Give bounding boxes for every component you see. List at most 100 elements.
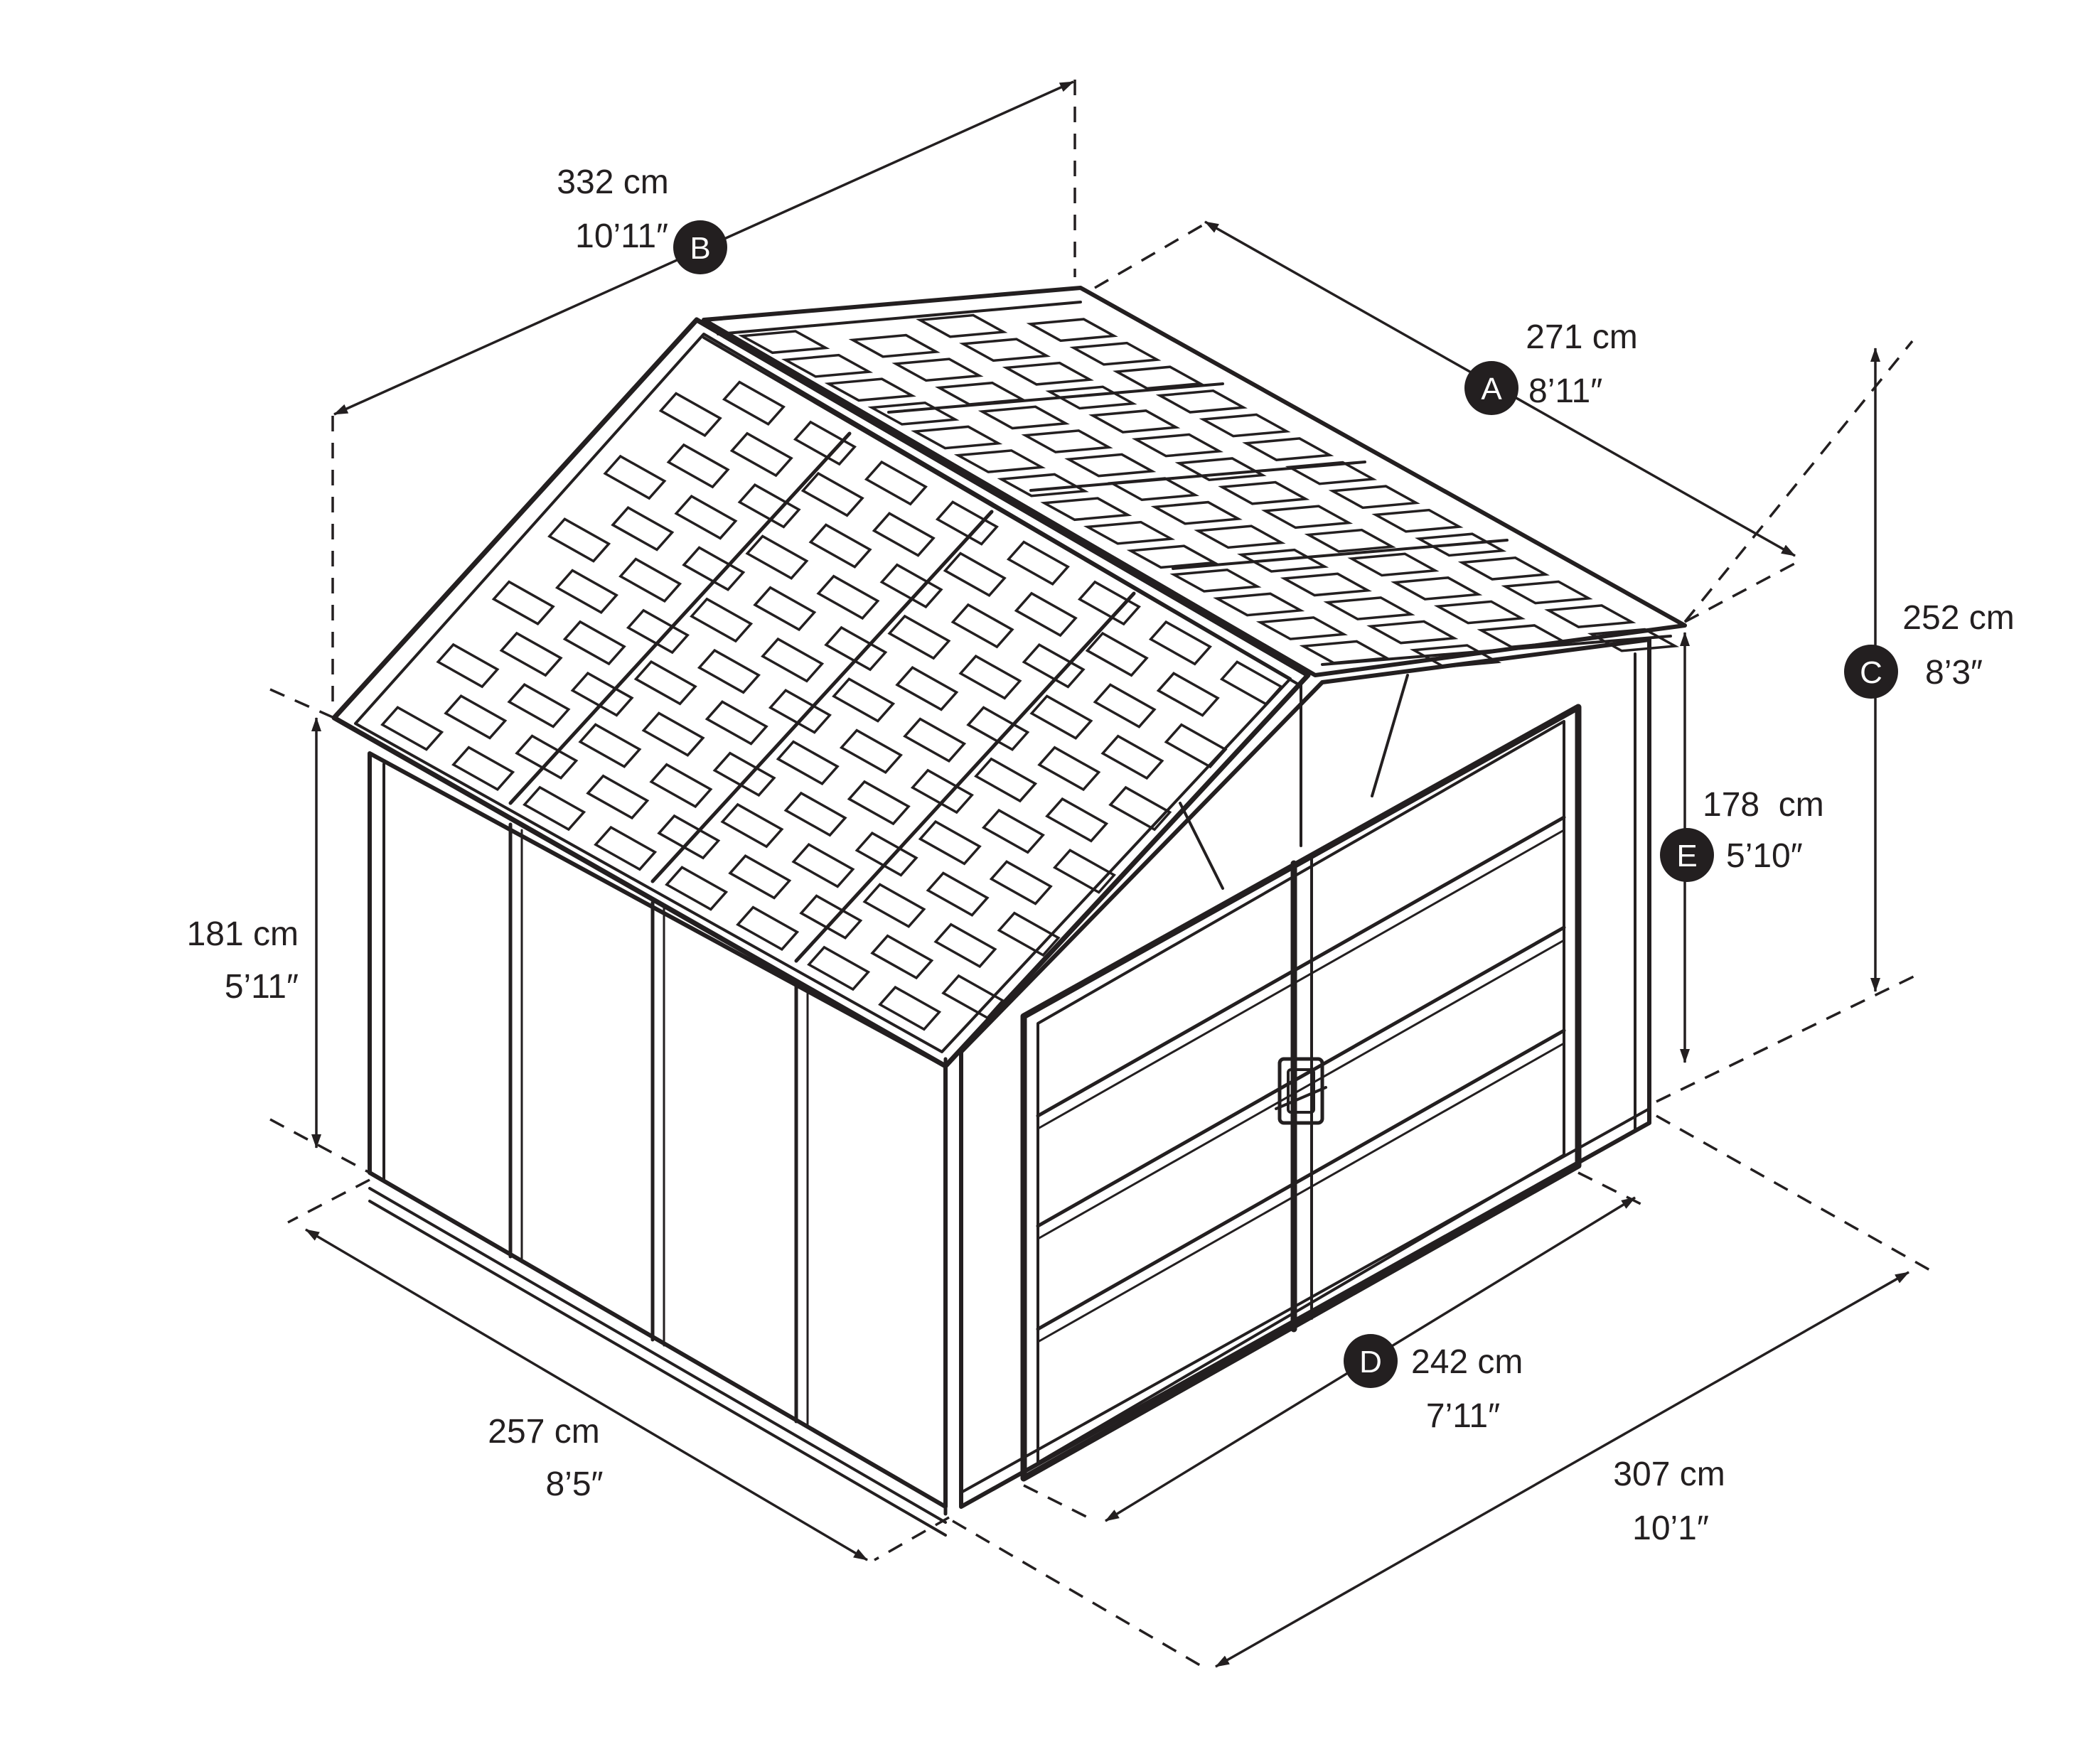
door-handle <box>1275 1057 1327 1125</box>
dimension-b-metric: 332 cm <box>557 163 668 201</box>
roof-tile <box>594 825 658 871</box>
roof-tile <box>1037 746 1101 792</box>
roof-tile <box>380 706 444 751</box>
roof-tile <box>1391 576 1483 601</box>
roof-tile <box>1148 620 1212 666</box>
roof-tile <box>578 723 642 768</box>
roof-tile <box>507 683 571 728</box>
d-extension-right <box>1577 1171 1650 1210</box>
roof-tile <box>911 425 1003 450</box>
dimension-a-badge <box>1464 361 1518 415</box>
roof-tile <box>1006 540 1070 586</box>
roof-tile <box>705 700 768 746</box>
side-length-label: 257 cm 8’5″ <box>488 1413 603 1503</box>
dimension-labels: 332 cm 10’11″ B 271 cm A 8’11″ 252 cm C … <box>187 163 2015 1547</box>
dimension-b-letter: B <box>690 231 710 266</box>
roof-tile <box>799 894 863 940</box>
side-length-imperial: 8’5″ <box>545 1465 603 1503</box>
roof-tile <box>933 923 997 969</box>
roof-tile <box>1045 385 1137 410</box>
roof-tile <box>1164 723 1228 769</box>
roof-tile <box>1026 318 1118 343</box>
roof-tile <box>1014 591 1078 638</box>
front-width-extension-right <box>1656 1114 1934 1274</box>
roof-tile <box>674 495 738 540</box>
roof-tile <box>491 580 555 626</box>
roof-tile <box>1328 485 1420 510</box>
roof-tile <box>499 631 563 677</box>
side-length-metric: 257 cm <box>488 1413 599 1451</box>
roof-tile <box>839 728 903 774</box>
roof-tile <box>1255 616 1349 640</box>
side-height-label: 181 cm 5’11″ <box>187 915 299 1006</box>
roof-tile <box>776 740 840 786</box>
side-length-extension-left <box>287 1178 370 1224</box>
roof-tile <box>1052 849 1116 894</box>
roof-tile <box>950 603 1014 649</box>
roof-tile <box>808 523 872 569</box>
roof-tile <box>1113 365 1205 390</box>
roof-tile <box>586 774 650 820</box>
roof-tile <box>737 483 801 529</box>
roof-tile <box>1077 580 1141 626</box>
dimension-c-letter: C <box>1860 655 1882 690</box>
roof-tile <box>903 717 967 763</box>
roof-tile <box>862 883 926 928</box>
roof-tile <box>665 866 729 911</box>
roof-tile <box>1002 361 1094 386</box>
roof-tile <box>658 392 722 438</box>
roof-tile <box>1150 500 1243 525</box>
roof-tile <box>935 500 999 546</box>
front-width-extension-left <box>952 1520 1209 1672</box>
roof-tile <box>1083 520 1176 545</box>
left-wall-panel-dividers <box>508 822 809 1429</box>
roof-tile <box>824 625 888 672</box>
roof-tile <box>1280 572 1372 597</box>
roof-tile <box>977 405 1070 430</box>
dimension-a-metric: 271 cm <box>1526 318 1637 356</box>
roof-tile <box>1169 568 1262 593</box>
roof-tile <box>935 381 1027 406</box>
roof-tile <box>1219 660 1283 706</box>
roof-tile <box>870 934 934 980</box>
roof-tile <box>878 985 942 1031</box>
roof-tile <box>1433 600 1526 625</box>
roof-tile <box>997 911 1061 957</box>
roof-tile <box>1108 785 1172 832</box>
roof-tile <box>941 974 1005 1020</box>
roof-tile <box>989 860 1053 905</box>
roof-tile <box>1107 477 1200 502</box>
roof-tile <box>918 819 982 866</box>
roof-tile <box>722 380 786 426</box>
roof-tile <box>570 671 634 717</box>
roof-tile <box>1242 437 1334 461</box>
roof-tile <box>816 574 880 620</box>
side-height-imperial: 5’11″ <box>225 968 299 1006</box>
door-rails <box>1036 815 1566 1343</box>
dimension-e-badge <box>1660 828 1714 882</box>
dimension-c-badge <box>1844 645 1898 699</box>
dimension-e-label: 178 cm E 5’10″ <box>1660 786 1824 882</box>
roof-tile <box>847 780 911 826</box>
roof-tile <box>1045 797 1109 843</box>
front-width-label: 307 cm 10’1″ <box>1613 1456 1725 1547</box>
dimension-c-label: 252 cm C 8’3″ <box>1844 599 2015 699</box>
roof-tile <box>887 614 951 660</box>
roof-tile <box>1093 683 1157 728</box>
roof-tile <box>1085 631 1149 677</box>
roof-tile <box>1260 505 1354 529</box>
roof-tile <box>974 757 1038 803</box>
roof-tile <box>997 473 1089 498</box>
roof-tile <box>895 666 959 711</box>
roof-tile <box>1156 672 1220 717</box>
c-extension-bottom <box>1656 972 1920 1103</box>
roof-tile <box>1587 628 1680 652</box>
roof-tile <box>657 814 721 860</box>
dimension-e-letter: E <box>1676 839 1697 873</box>
roof-tile <box>953 449 1046 473</box>
dimension-a-label: 271 cm A 8’11″ <box>1464 318 1638 415</box>
roof-tile <box>1347 552 1440 577</box>
dimension-d-label: D 242 cm 7’11″ <box>1344 1334 1523 1435</box>
roof-tile <box>916 313 1008 338</box>
side-height-extension-bottom <box>269 1118 370 1174</box>
